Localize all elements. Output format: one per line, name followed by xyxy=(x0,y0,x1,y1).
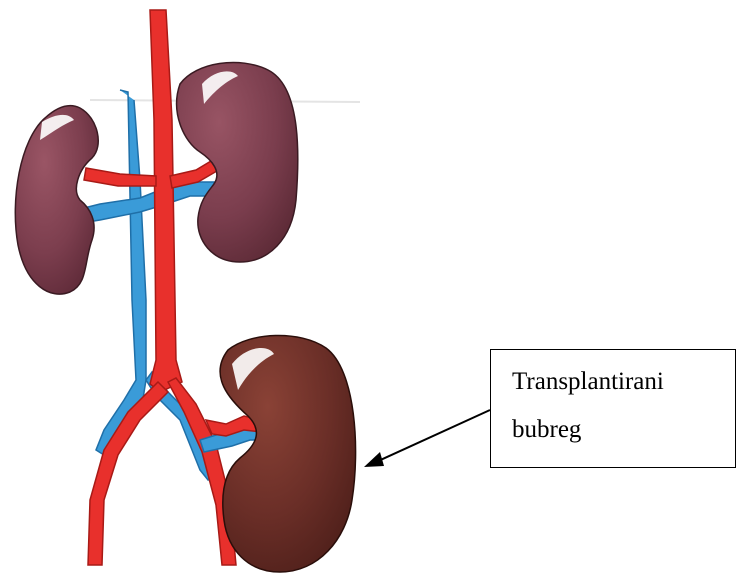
callout-label-box: Transplantirani bubreg xyxy=(490,349,736,468)
callout-arrow xyxy=(364,410,490,467)
transplanted-kidney xyxy=(220,335,356,572)
callout-label-line1: Transplantirani xyxy=(512,358,735,406)
right-native-kidney xyxy=(177,62,298,262)
left-native-kidney xyxy=(15,106,98,294)
callout-label-line2: bubreg xyxy=(512,406,735,454)
renal-veins xyxy=(76,182,214,224)
